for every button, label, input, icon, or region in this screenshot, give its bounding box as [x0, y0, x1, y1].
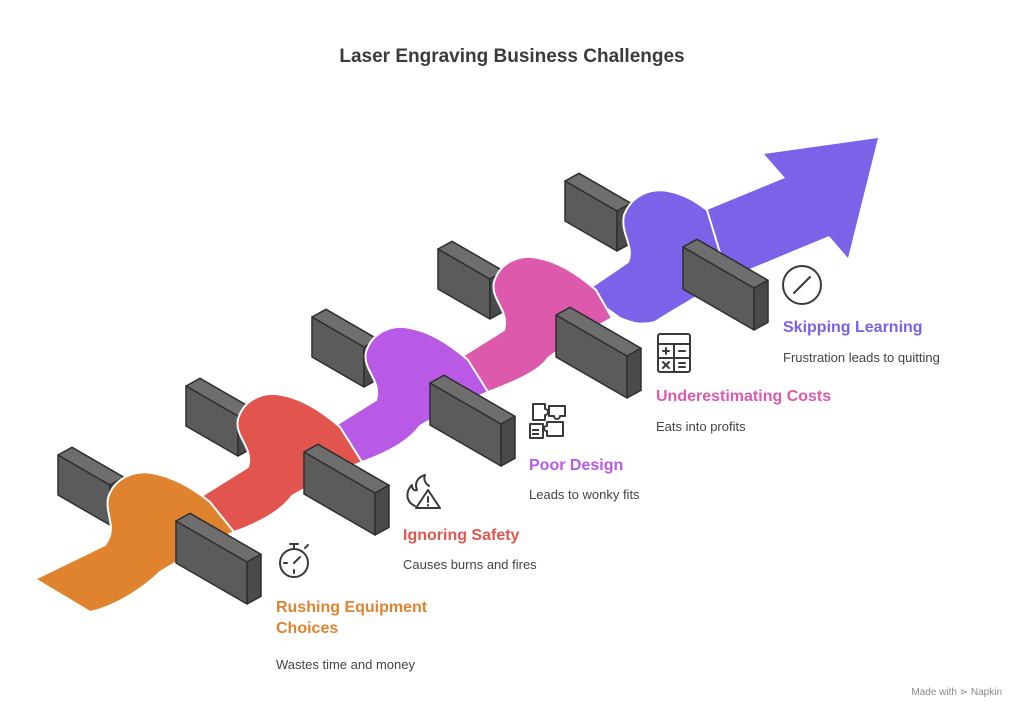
- step-3-title: Poor Design: [529, 457, 624, 474]
- fire-warning-icon: [406, 474, 441, 509]
- step-2-desc: Causes burns and fires: [403, 557, 537, 572]
- front-bar-1: [175, 512, 262, 605]
- forbidden-icon: [782, 265, 822, 305]
- front-bar-2: [303, 443, 390, 536]
- step-4-desc: Eats into profits: [656, 419, 746, 434]
- step-3-desc: Leads to wonky fits: [529, 487, 640, 502]
- back-bar-5: [564, 172, 632, 252]
- ribbon-segment-3: [327, 326, 489, 463]
- step-1-title: Rushing Equipment Choices: [276, 599, 428, 637]
- ribbon-segment-1: [34, 471, 235, 613]
- step-5-title: Skipping Learning: [783, 319, 923, 336]
- calculator-icon: [657, 333, 691, 373]
- front-bar-5: [682, 238, 769, 331]
- puzzle-icon: [529, 403, 566, 439]
- ribbon-arrow-head: [692, 138, 878, 279]
- step-2-title: Ignoring Safety: [403, 527, 520, 544]
- step-5-desc: Frustration leads to quitting: [783, 350, 940, 365]
- diagram-title: Laser Engraving Business Challenges: [339, 46, 685, 67]
- front-bar-4: [555, 306, 642, 399]
- napkin-watermark: Made with ⋗ Napkin: [911, 687, 1002, 698]
- step-4-title: Underestimating Costs: [656, 388, 832, 405]
- stopwatch-icon: [279, 543, 309, 578]
- step-1-desc: Wastes time and money: [276, 657, 415, 672]
- ribbon-segment-2: [199, 393, 363, 533]
- front-bar-3: [429, 374, 516, 467]
- ribbon-segment-4: [455, 256, 613, 393]
